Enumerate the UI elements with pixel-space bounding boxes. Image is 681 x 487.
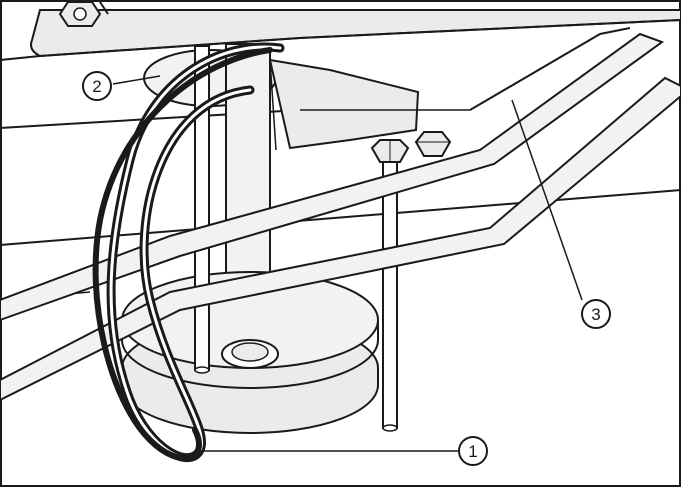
callout-1-label: 1: [468, 442, 477, 461]
vertical-tube: [225, 43, 271, 295]
callout-3-label: 3: [591, 305, 600, 324]
callout-3: 3: [581, 299, 611, 329]
hose-loop: [92, 42, 285, 463]
hex-nut-top: [58, 0, 102, 27]
top-housing: [0, 0, 681, 61]
callout-leaders: [112, 75, 583, 452]
callout-2: 2: [82, 71, 112, 101]
callout-1: 1: [458, 436, 488, 466]
callout-1-circle: [458, 436, 488, 466]
callout-3-circle: [581, 299, 611, 329]
callout-2-circle: [82, 71, 112, 101]
callout-2-label: 2: [92, 77, 101, 96]
hex-nut-loose: [414, 131, 452, 157]
hex-nut-rod: [370, 139, 410, 163]
runner-rails: [0, 27, 681, 402]
